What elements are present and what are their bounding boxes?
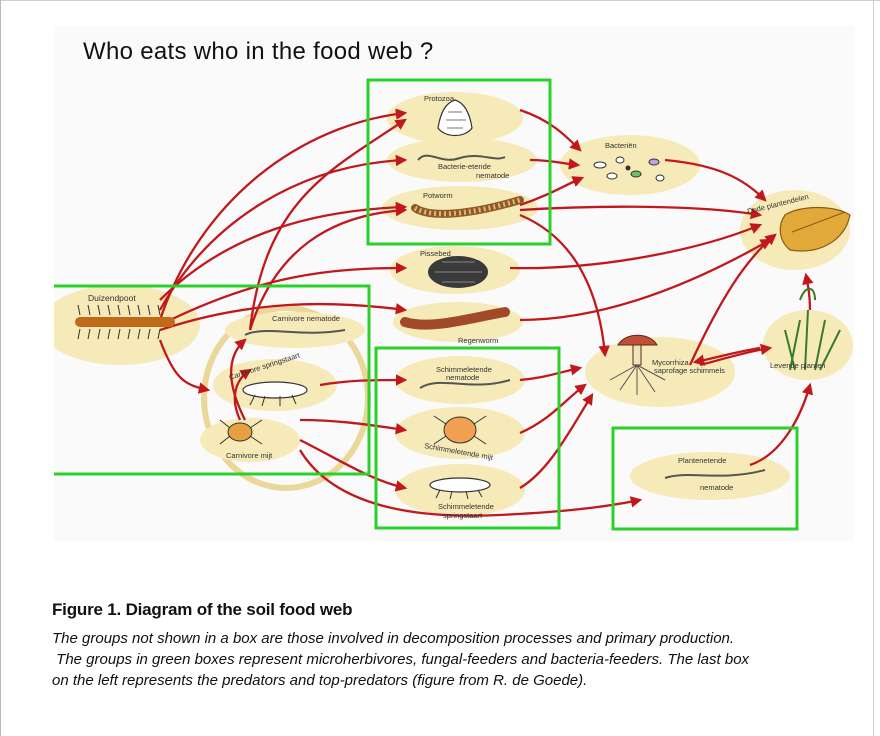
centipede-icon — [75, 304, 175, 340]
label-plant-feeding-nematode-1: Plantenetende — [678, 456, 726, 465]
page-left-border — [0, 0, 1, 736]
carnivore-nematode-icon — [244, 329, 346, 336]
food-web-diagram: Protozoa Bacterie-etende nematode Potwor… — [54, 78, 853, 531]
label-bacteria-feeding-nematode-2: nematode — [476, 171, 509, 180]
label-protozoa: Protozoa — [424, 94, 455, 103]
label-woodlouse: Pissebed — [420, 249, 451, 258]
label-potworm: Potworm — [423, 191, 453, 200]
protozoa-icon — [437, 99, 473, 137]
label-fungal-feeding-nematode-1: Schimmeletende — [436, 365, 492, 374]
label-fungal-feeding-springtail-1: Schimmeletende — [438, 502, 494, 511]
label-carnivore-nematode: Carnivore nematode — [272, 314, 340, 323]
label-carnivore-mite: Carnivore mijt — [226, 451, 273, 460]
dead-plant-parts-icon — [779, 206, 851, 252]
box-predators — [54, 284, 371, 476]
label-bacteria: Bacteriën — [605, 141, 637, 150]
carnivore-springtail-icon — [242, 381, 308, 407]
figure-caption: Figure 1. Diagram of the soil food web T… — [52, 600, 852, 691]
fungal-feeding-springtail-icon — [429, 477, 491, 500]
caption-title: Figure 1. Diagram of the soil food web — [52, 600, 353, 619]
box-bacteria-feeders — [366, 78, 552, 246]
label-mycorrhiza-2: saprofage schimmels — [654, 366, 725, 375]
page-right-border — [873, 0, 874, 736]
bacteria-icon — [593, 156, 665, 182]
food-web-figure: Protozoa Bacterie-etende nematode Potwor… — [54, 26, 854, 541]
earthworm-icon — [400, 307, 510, 330]
label-fungal-feeding-nematode-2: nematode — [446, 373, 479, 382]
caption-line-2: The groups in green boxes represent micr… — [52, 651, 750, 668]
plant-feeding-nematode-icon — [664, 469, 766, 479]
figure-title: Who eats who in the food web ? — [83, 38, 434, 65]
label-plant-feeding-nematode-2: nematode — [700, 483, 733, 492]
label-earthworm: Regenworm — [458, 336, 498, 345]
living-plants-icon — [784, 287, 841, 371]
label-bacteria-feeding-nematode-1: Bacterie-etende — [438, 162, 491, 171]
feeding-arrows — [158, 108, 814, 517]
mycorrhiza-icon — [609, 334, 666, 395]
page-top-border — [0, 0, 880, 1]
caption-line-1: The groups not shown in a box are those … — [52, 630, 735, 647]
box-fungal-feeders — [374, 346, 561, 530]
label-mycorrhiza-1: Mycorrhiza — [652, 358, 690, 367]
group-boxes — [54, 78, 799, 531]
label-living-plants: Levende planten — [770, 361, 825, 370]
fungal-feeding-nematode-icon — [419, 379, 511, 389]
carnivore-mite-icon — [219, 419, 263, 445]
caption-line-3: on the left represents the predators and… — [52, 672, 588, 689]
potworm-icon — [411, 196, 524, 218]
bacteria-feeding-nematode-icon — [417, 154, 506, 161]
woodlouse-icon — [428, 256, 488, 288]
fungal-feeding-mite-icon — [433, 415, 487, 445]
box-microherbivores — [611, 426, 799, 531]
label-fungal-feeding-springtail-2: springstaart — [443, 511, 483, 520]
label-centipede: Duizendpoot — [88, 293, 136, 303]
